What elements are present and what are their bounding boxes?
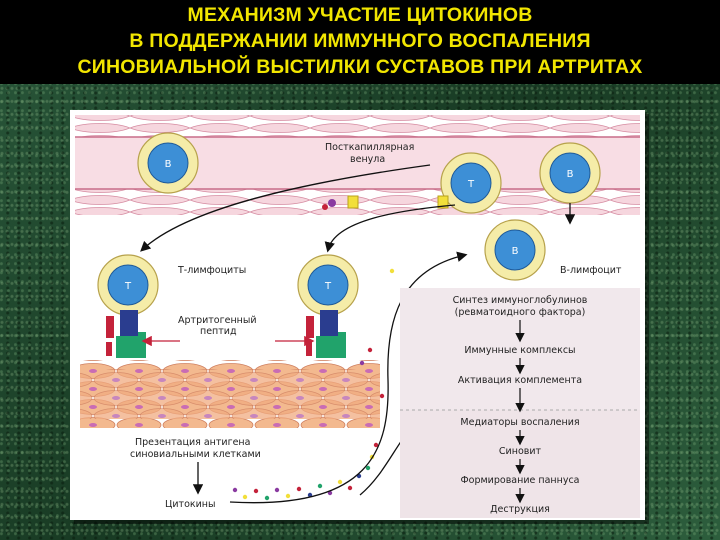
adhesion-molecule [322, 204, 328, 210]
peptide-label-line2: пептид [200, 326, 237, 337]
step-7: Деструкция [490, 504, 550, 515]
title-line-3: СИНОВИАЛЬНОЙ ВЫСТИЛКИ СУСТАВОВ ПРИ АРТРИ… [77, 56, 643, 78]
b-cell-label: В [165, 159, 172, 170]
t-cell-label: Т [124, 281, 132, 292]
migration-arrow [324, 204, 456, 253]
b-cell-venule-left: В [137, 132, 199, 194]
tcr-mhc-complex-left [106, 310, 146, 358]
t-lymphocyte-left: Т [97, 254, 159, 316]
tcr-mhc-complex-right [306, 310, 346, 358]
step-1-line1: Синтез иммуноглобулинов [453, 295, 588, 306]
b-cell-venule-right: В [539, 142, 601, 204]
b-cell-label: В [512, 246, 519, 257]
step-1-line2: (ревматоидного фактора) [455, 307, 586, 318]
b-lymphocyte-label: В-лимфоцит [560, 265, 622, 276]
diagram-svg: Посткапиллярная венула В Т В [75, 115, 640, 518]
t-cell-label: Т [467, 179, 475, 190]
step-2: Иммунные комплексы [464, 345, 575, 356]
venule-label-line2: венула [350, 154, 385, 165]
t-cell-label: Т [324, 281, 332, 292]
synovial-cells [80, 369, 380, 419]
adhesion-molecule [328, 199, 336, 207]
migration-arrow [140, 164, 431, 252]
t-cell-venule: Т [440, 152, 502, 214]
title-line-2: В ПОДДЕРЖАНИИ ИММУННОГО ВОСПАЛЕНИЯ [129, 30, 591, 52]
peptide-label-line1: Артритогенный [178, 315, 257, 326]
slide-title: МЕХАНИЗМ УЧАСТИЕ ЦИТОКИНОВ В ПОДДЕРЖАНИИ… [0, 0, 720, 84]
t-lymphocytes-label: Т-лимфоциты [177, 265, 246, 276]
step-6: Формирование паннуса [461, 475, 580, 486]
adhesion-molecule [347, 195, 359, 209]
venule-label-line1: Посткапиллярная [325, 142, 414, 153]
step-3: Активация комплемента [458, 375, 582, 386]
presentation-label-line1: Презентация антигена [135, 437, 250, 448]
presentation-label-line2: синовиальными клетками [130, 449, 261, 460]
step-4: Медиаторы воспаления [460, 417, 579, 428]
b-lymphocyte: В [484, 219, 546, 281]
cytokines-label: Цитокины [165, 499, 216, 510]
cytokine-arrow [229, 251, 468, 504]
adhesion-molecule [437, 195, 449, 209]
t-lymphocyte-right: Т [297, 254, 359, 316]
synovial-lining [80, 360, 380, 428]
step-5: Синовит [499, 446, 542, 457]
diagram-panel: Посткапиллярная венула В Т В [70, 110, 645, 520]
venule-wall-top [75, 115, 640, 137]
title-line-1: МЕХАНИЗМ УЧАСТИЕ ЦИТОКИНОВ [187, 4, 533, 26]
b-cell-label: В [567, 169, 574, 180]
